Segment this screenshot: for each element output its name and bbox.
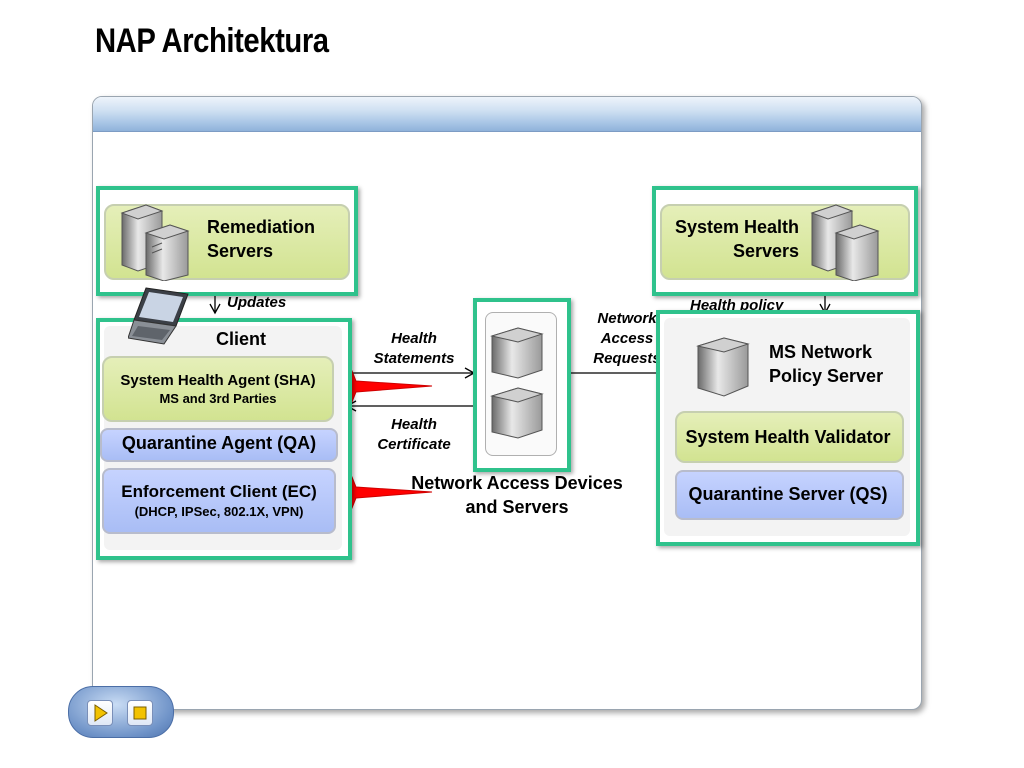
server-pair-icon [120, 204, 190, 281]
page-title: NAP Architektura [95, 22, 329, 60]
nps-label-2: Policy Server [769, 366, 884, 386]
qs-box [675, 470, 904, 520]
nar-label-1: Network [597, 310, 657, 327]
nar-label-3: Requests [593, 350, 661, 367]
client-title: Client [216, 329, 267, 349]
health-statements-label-2: Statements [373, 350, 455, 367]
sha-sub: MS and 3rd Parties [159, 391, 277, 406]
laptop-icon [128, 287, 189, 345]
health-policy-label: Health policy [690, 297, 784, 314]
server-icon [696, 337, 750, 397]
presentation-controls [68, 686, 174, 738]
red-arrow-ec [327, 476, 433, 509]
panel-header-bar [93, 97, 921, 132]
play-icon [94, 704, 108, 722]
stop-icon [133, 706, 147, 720]
red-arrow-sha [327, 370, 433, 403]
remediation-label-1: Remediation [207, 217, 316, 237]
shv-label: System Health Validator [685, 427, 891, 447]
system-health-servers-label-1: System Health [674, 217, 799, 237]
updates-label: Updates [227, 294, 287, 311]
shv-box [675, 411, 904, 463]
play-button[interactable] [87, 700, 113, 726]
health-statements-label-1: Health [391, 330, 437, 347]
qs-label: Quarantine Server (QS) [688, 484, 888, 504]
ec-label: Enforcement Client (EC) [121, 482, 317, 501]
qa-label: Quarantine Agent (QA) [121, 433, 317, 453]
nar-label-2: Access [600, 330, 654, 347]
health-certificate-label-2: Certificate [377, 436, 451, 453]
remediation-label-2: Servers [207, 241, 274, 261]
sha-box [102, 356, 334, 422]
ec-sub: (DHCP, IPSec, 802.1X, VPN) [134, 504, 304, 519]
ec-box [102, 468, 336, 534]
network-access-label-1: Network Access Devices [411, 473, 623, 493]
server-pair-icon [810, 204, 880, 281]
server-stack-icon [490, 327, 544, 439]
stop-button[interactable] [127, 700, 153, 726]
health-certificate-label-1: Health [391, 416, 437, 433]
network-access-label-2: and Servers [465, 497, 569, 517]
system-health-servers-label-2: Servers [732, 241, 799, 261]
nps-label-1: MS Network [769, 342, 873, 362]
qa-box [100, 428, 338, 462]
sha-label: System Health Agent (SHA) [120, 372, 316, 389]
system-health-servers-box [652, 186, 918, 296]
